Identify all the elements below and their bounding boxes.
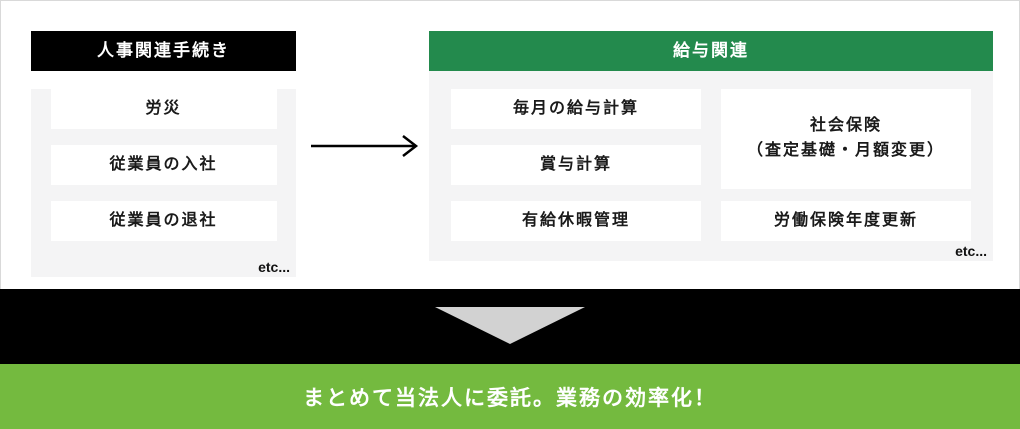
payroll-panel-title: 給与関連 — [429, 31, 993, 71]
payroll-item-social-insurance: 社会保険 （査定基礎・月額変更） — [721, 89, 971, 189]
hr-item-taisha: 従業員の退社 — [50, 201, 277, 241]
payroll-item-bonus-calc: 賞与計算 — [451, 145, 701, 185]
down-triangle-icon — [435, 307, 585, 344]
payroll-panel-body: 毎月の給与計算 賞与計算 有給休暇管理 社会保険 （査定基礎・月額変更） 労働保… — [429, 71, 993, 261]
hr-panel-body: 労災 従業員の入社 従業員の退社 etc... — [31, 89, 296, 277]
hr-item-nyusha: 従業員の入社 — [50, 145, 277, 185]
conclusion-banner: まとめて当法人に委託。業務の効率化！ — [0, 364, 1020, 429]
conclusion-banner-text: まとめて当法人に委託。業務の効率化！ — [303, 386, 717, 410]
payroll-item-labor-insurance: 労働保険年度更新 — [721, 201, 971, 241]
social-insurance-line1: 社会保険 — [809, 117, 882, 135]
payroll-item-monthly-calc: 毎月の給与計算 — [451, 89, 701, 129]
hr-etc-label: etc... — [258, 259, 290, 275]
right-arrow-icon — [311, 135, 419, 157]
hr-panel-title: 人事関連手続き — [31, 31, 296, 71]
transition-band — [0, 289, 1020, 364]
hr-item-rousai: 労災 — [50, 89, 277, 129]
payroll-etc-label: etc... — [955, 243, 987, 259]
hr-procedures-panel: 人事関連手続き 労災 従業員の入社 従業員の退社 etc... — [31, 31, 296, 277]
payroll-item-paid-leave: 有給休暇管理 — [451, 201, 701, 241]
payroll-panel: 給与関連 毎月の給与計算 賞与計算 有給休暇管理 社会保険 （査定基礎・月額変更… — [429, 31, 993, 261]
social-insurance-line2: （査定基礎・月額変更） — [746, 142, 945, 159]
top-section: 人事関連手続き 労災 従業員の入社 従業員の退社 etc... 給与関連 毎月の… — [0, 0, 1020, 289]
